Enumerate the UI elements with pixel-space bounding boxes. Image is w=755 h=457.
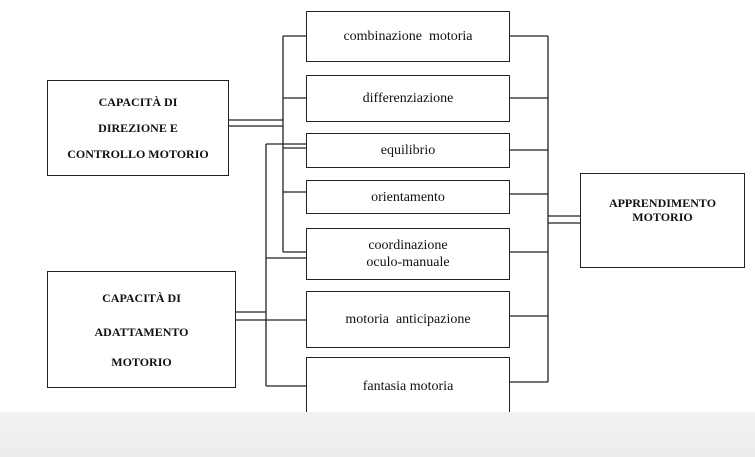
box-direzione-line-3: CONTROLLO MOTORIO bbox=[67, 147, 209, 161]
box-apprendimento-motorio: APPRENDIMENTO MOTORIO bbox=[580, 173, 745, 268]
footer-band bbox=[0, 412, 755, 457]
box-direzione-controllo: CAPACITÀ DI DIREZIONE E CONTROLLO MOTORI… bbox=[47, 80, 229, 176]
box-adattamento-line-1: CAPACITÀ DI bbox=[102, 290, 181, 305]
box-coordinazione-line-1: coordinazione bbox=[368, 238, 448, 253]
box-motoria-anticipazione: motoria anticipazione bbox=[306, 291, 510, 348]
box-equilibrio-label: equilibrio bbox=[380, 143, 436, 158]
box-adattamento-line-3: MOTORIO bbox=[111, 354, 172, 369]
box-fantasia-label: fantasia motoria bbox=[362, 378, 454, 394]
box-direzione-line-2: DIREZIONE E bbox=[98, 121, 178, 135]
box-orientamento-label: orientamento bbox=[371, 189, 445, 205]
box-direzione-line-1: CAPACITÀ DI bbox=[98, 95, 178, 109]
box-anticipazione-label: motoria anticipazione bbox=[345, 312, 471, 327]
box-coordinazione-oculo-manuale: coordinazione oculo-manuale bbox=[306, 228, 510, 280]
box-combinazione-motoria: combinazione motoria bbox=[306, 11, 510, 62]
box-differenziazione-label: differenziazione bbox=[362, 91, 454, 106]
box-differenziazione: differenziazione bbox=[306, 75, 510, 122]
box-adattamento: CAPACITÀ DI ADATTAMENTO MOTORIO bbox=[47, 271, 236, 388]
box-apprendimento-line-1: APPRENDIMENTO bbox=[608, 196, 717, 210]
box-apprendimento-line-2: MOTORIO bbox=[632, 210, 693, 224]
box-coordinazione-line-2: oculo-manuale bbox=[366, 255, 450, 270]
box-fantasia-motoria: fantasia motoria bbox=[306, 357, 510, 415]
box-orientamento: orientamento bbox=[306, 180, 510, 214]
box-combinazione-label: combinazione motoria bbox=[343, 29, 473, 44]
box-adattamento-line-2: ADATTAMENTO bbox=[94, 324, 189, 339]
box-equilibrio: equilibrio bbox=[306, 133, 510, 168]
